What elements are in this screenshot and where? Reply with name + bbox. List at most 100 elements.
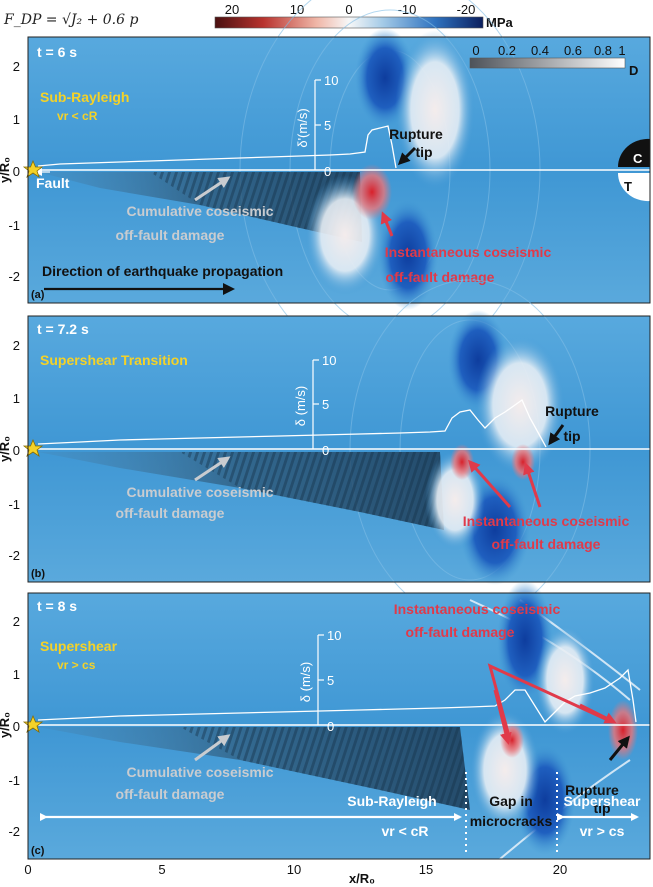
panel-a-instantaneous-arrow xyxy=(380,211,394,237)
panel-a-slip-tick-5: 5 xyxy=(324,118,331,133)
panel-b-instantaneous-label-2: off-fault damage xyxy=(492,536,601,552)
damage-tick-3: 0.4 xyxy=(531,43,549,58)
panel-b-slip-profile xyxy=(37,399,547,448)
panel-a-rupture-arrow xyxy=(397,146,417,166)
panel-c-rupture-label-1: Rupture xyxy=(565,782,619,798)
panel-a-regime: Sub-Rayleigh xyxy=(40,89,129,105)
compression-label: C xyxy=(633,151,643,166)
panel-a-direction-label: Direction of earthquake propagation xyxy=(42,263,283,279)
tension-quadrant-icon xyxy=(617,173,650,202)
panel-a-fault-label: Fault xyxy=(36,175,70,191)
panel-a-instantaneous-damage xyxy=(352,164,392,220)
stress-tick-4: -10 xyxy=(398,2,417,17)
panel-c-cumulative-label-1: Cumulative coseismic xyxy=(126,764,273,780)
damage-colorbar: 0 0.2 0.4 0.6 0.8 1 D xyxy=(469,43,638,78)
panel-c-instantaneous-label-1: Instantaneous coseismic xyxy=(394,601,561,617)
x-axis: 0 5 10 15 20 x/R₀ xyxy=(24,862,567,886)
panel-c-time: t = 8 s xyxy=(37,598,77,614)
panel-c-instantaneous-damage-tip xyxy=(608,700,638,760)
panel-b-slip-label: δ (m/s) xyxy=(293,386,308,426)
panel-a-cumulative-arrow xyxy=(194,176,231,202)
x-tick-15: 15 xyxy=(419,862,433,877)
panel-a-slip-tick-0: 0 xyxy=(324,164,331,179)
panel-a-regime-condition: vr < cR xyxy=(57,109,98,123)
panel-c-instantaneous-arrows xyxy=(487,663,613,741)
panel-c-regime: Supershear xyxy=(40,638,118,654)
panel-c-gap-label-1: Gap in xyxy=(489,793,533,809)
panel-c-letter: (c) xyxy=(31,845,45,857)
panel-b-rupture-arrow xyxy=(548,424,565,446)
panel-c-sub-rayleigh-condition: vr < cR xyxy=(381,823,428,839)
panel-c-sub-rayleigh-label: Sub-Rayleigh xyxy=(347,793,436,809)
panel-c-slip-axis: 10 5 0 δ (m/s) xyxy=(298,628,341,734)
panel-a-rupture-label-1: Rupture xyxy=(389,126,443,142)
panel-c-slip-label: δ (m/s) xyxy=(298,662,313,702)
panel-a-cumulative-label-2: off-fault damage xyxy=(116,227,225,243)
panel-b-slip-tick-5: 5 xyxy=(322,397,329,412)
panel-b-rupture-label-1: Rupture xyxy=(545,403,599,419)
panel-b-instantaneous-label-1: Instantaneous coseismic xyxy=(463,513,630,529)
panel-c: 10 5 0 δ (m/s) t = 8 s Supershear vr > c… xyxy=(22,580,651,860)
damage-tick-2: 0.2 xyxy=(498,43,516,58)
y-tick-a-1: 1 xyxy=(13,112,20,127)
panel-b-cumulative-label-1: Cumulative coseismic xyxy=(126,484,273,500)
stress-colorbar: 20 10 0 -10 -20 MPa xyxy=(214,2,514,30)
panel-c-slip-profile xyxy=(37,668,637,724)
x-tick-0: 0 xyxy=(24,862,31,877)
panel-c-supershear-condition: vr > cs xyxy=(580,823,625,839)
y-tick-a-0: 0 xyxy=(13,164,20,179)
panel-a-slip-axis: 10 5 0 δ'(m/s) xyxy=(295,73,338,179)
panel-c-regime-condition: vr > cs xyxy=(57,658,96,672)
damage-tick-6: 1 xyxy=(618,43,625,58)
y-tick-b-0: 0 xyxy=(13,443,20,458)
y-tick-b-2: 2 xyxy=(13,338,20,353)
panel-c-slip-tick-5: 5 xyxy=(327,673,334,688)
x-tick-20: 20 xyxy=(553,862,567,877)
x-tick-10: 10 xyxy=(287,862,301,877)
panel-a-rupture-label-2: tip xyxy=(415,144,432,160)
panel-b-rupture-label-2: tip xyxy=(563,428,580,444)
damage-tick-1: 0 xyxy=(472,43,479,58)
y-tick-b-m2: -2 xyxy=(8,548,20,563)
damage-tick-4: 0.6 xyxy=(564,43,582,58)
panel-c-rupture-label-2: tip xyxy=(593,800,610,816)
y-tick-c-0: 0 xyxy=(13,719,20,734)
panel-b-cumulative-label-2: off-fault damage xyxy=(116,505,225,521)
damage-unit: D xyxy=(629,63,638,78)
panel-c-slip-tick-0: 0 xyxy=(327,719,334,734)
y-tick-a-m2: -2 xyxy=(8,269,20,284)
y-axis-label-b: y/R₀ xyxy=(0,436,12,462)
panel-b: 10 5 0 δ (m/s) t = 7.2 s Supershear Tran… xyxy=(22,279,651,621)
panel-a-blue-lobe-bottom xyxy=(378,200,438,310)
panel-a-instantaneous-label-1: Instantaneous coseismic xyxy=(385,244,552,260)
tension-label: T xyxy=(624,179,632,194)
panel-b-instantaneous-arrow-2 xyxy=(523,462,542,508)
panel-a-time: t = 6 s xyxy=(37,44,77,60)
panel-a-instantaneous-label-2: off-fault damage xyxy=(386,269,495,285)
y-tick-c-1: 1 xyxy=(13,667,20,682)
stress-unit: MPa xyxy=(486,15,514,30)
stress-colorbar-ramp xyxy=(214,16,484,29)
panel-b-slip-tick-0: 0 xyxy=(322,443,329,458)
panel-a: 0 0.2 0.4 0.6 0.8 1 D 10 5 0 δ'(m/s) t =… xyxy=(22,0,651,371)
y-tick-c-m1: -1 xyxy=(8,773,20,788)
panel-b-instantaneous-arrow-1 xyxy=(468,459,512,508)
stress-tick-2: 10 xyxy=(290,2,304,17)
panel-c-cumulative-arrow xyxy=(194,734,231,762)
panel-a-cumulative-label-1: Cumulative coseismic xyxy=(126,203,273,219)
x-axis-label: x/R₀ xyxy=(349,871,375,886)
panel-c-rupture-arrow xyxy=(608,735,630,761)
stress-tick-5: -20 xyxy=(457,2,476,17)
panel-a-slip-tick-10: 10 xyxy=(324,73,338,88)
panel-b-slip-tick-10: 10 xyxy=(322,353,336,368)
panel-b-time: t = 7.2 s xyxy=(37,321,89,337)
compression-quadrant-icon xyxy=(617,138,650,167)
y-axis-label-c: y/R₀ xyxy=(0,712,12,738)
x-tick-5: 5 xyxy=(158,862,165,877)
stress-tick-3: 0 xyxy=(345,2,352,17)
panel-a-slip-profile xyxy=(37,125,397,169)
y-tick-c-m2: -2 xyxy=(8,824,20,839)
panel-b-cumulative-arrow xyxy=(194,456,231,482)
y-tick-b-1: 1 xyxy=(13,391,20,406)
y-tick-a-m1: -1 xyxy=(8,218,20,233)
